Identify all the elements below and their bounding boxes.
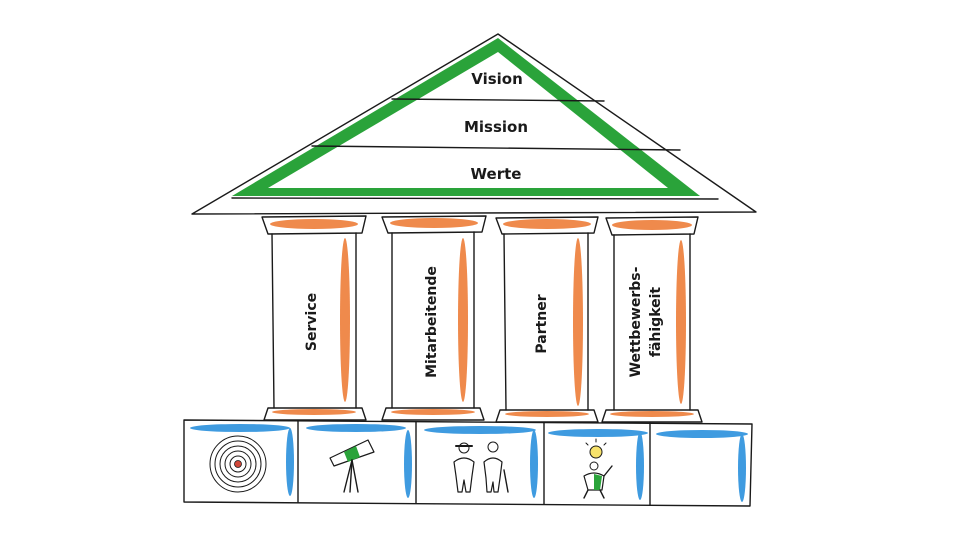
roof-inner-white <box>268 52 668 188</box>
tile-top-accent <box>656 430 748 438</box>
pillar-base <box>381 407 485 421</box>
pillar-capital <box>605 216 699 236</box>
tile-side-accent <box>636 432 644 500</box>
roof-outline <box>191 33 757 215</box>
pillar-base <box>263 407 367 421</box>
shaft-accent <box>458 238 468 402</box>
tile-top-accent <box>424 426 536 434</box>
pillar-capital <box>381 215 487 234</box>
roof: Vision Mission Werte <box>191 33 757 215</box>
tile-top-accent <box>548 429 648 437</box>
tile-side-accent <box>404 430 412 498</box>
shaft-accent <box>340 238 350 402</box>
pillar-shaft <box>613 233 691 411</box>
capital-accent <box>270 219 358 229</box>
roof-level-vision: Vision <box>471 70 523 88</box>
shaft-accent <box>676 240 686 404</box>
roof-base-line <box>231 197 719 200</box>
capital-accent <box>503 219 591 229</box>
shaft-accent <box>573 238 583 406</box>
roof-level-werte: Werte <box>471 165 522 183</box>
pillar-base <box>601 409 703 423</box>
tile-side-accent <box>738 434 746 502</box>
pillar-label-partner: Partner <box>534 294 550 353</box>
tile-side-accent <box>286 428 294 496</box>
target-icon <box>209 435 267 493</box>
pillars: Service Mitarbeitende Partner <box>261 215 703 423</box>
pillar-label-mitarbeitende: Mitarbeitende <box>424 266 440 378</box>
pillar-capital <box>261 215 367 235</box>
base-accent <box>505 411 589 417</box>
roof-divider-1 <box>391 98 605 102</box>
pillar-label-service: Service <box>304 293 320 351</box>
pillar-partner: Partner <box>495 216 599 423</box>
roof-level-mission: Mission <box>464 118 528 136</box>
pillar-label-wettbewerbs: Wettbewerbs- <box>628 266 644 377</box>
capital-accent <box>612 220 692 230</box>
base-accent <box>391 409 475 415</box>
pillar-capital <box>495 216 599 235</box>
tile-side-accent <box>530 430 538 498</box>
idea-person-icon <box>583 438 613 499</box>
people-icon <box>453 441 509 493</box>
pillar-shaft <box>391 231 475 409</box>
pillar-label-faehigkeit: fähigkeit <box>648 287 664 358</box>
pillar-shaft <box>503 232 589 411</box>
pillar-mitarbeitende: Mitarbeitende <box>381 215 487 421</box>
telescope-icon <box>329 439 375 493</box>
pillar-service: Service <box>261 215 367 421</box>
tile-top-accent <box>190 424 290 432</box>
roof-divider-2 <box>311 145 681 151</box>
pillar-base <box>495 409 599 423</box>
foundation-outline <box>183 419 753 507</box>
base-accent <box>610 411 694 417</box>
foundation <box>183 419 753 507</box>
tile-top-accent <box>306 424 406 432</box>
base-accent <box>272 409 356 415</box>
capital-accent <box>390 218 478 228</box>
pillar-wettbewerbsfaehigkeit: Wettbewerbs- fähigkeit <box>601 216 703 423</box>
pillar-shaft <box>271 232 357 409</box>
